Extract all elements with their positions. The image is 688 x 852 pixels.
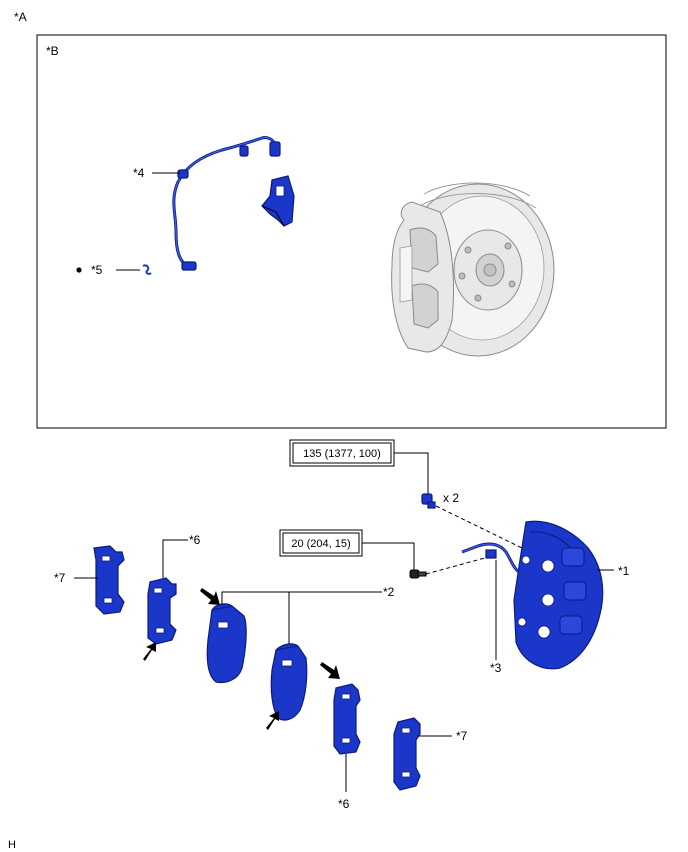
caliper-bolt [421, 493, 436, 509]
label-p7-right: *7 [456, 729, 468, 743]
torque-value-caliper: 135 (1377, 100) [303, 448, 381, 460]
torque-box-caliper: 135 (1377, 100) [289, 439, 395, 467]
hose-bolt [409, 569, 427, 579]
arrow-shim-bottom [320, 662, 340, 679]
bolt-count: x 2 [443, 491, 459, 505]
label-p3: *3 [490, 661, 502, 675]
label-p5: *5 [91, 263, 103, 277]
leader-torque-caliper [394, 452, 429, 494]
label-p1: *1 [618, 564, 630, 578]
leader-p2-a [221, 591, 382, 604]
clip-part [142, 264, 152, 275]
bullet-dot [76, 267, 82, 273]
flexible-hose [461, 542, 523, 576]
dash-hose-bolt [425, 555, 493, 575]
label-p6-top: *6 [189, 533, 201, 547]
label-corner: H [8, 839, 16, 851]
torque-box-hose: 20 (204, 15) [279, 529, 363, 557]
inset-frame [36, 34, 667, 429]
label-b: *B [46, 44, 59, 58]
dash-bolt [435, 505, 523, 549]
leader-p6-top [162, 539, 188, 578]
label-p6-bottom: *6 [338, 797, 350, 811]
wear-sensor-harness [172, 136, 295, 271]
caliper [513, 520, 604, 670]
torque-value-hose: 20 (204, 15) [291, 538, 350, 550]
arrow-shim-top [143, 642, 156, 661]
label-a: *A [14, 10, 27, 24]
shim-top [147, 577, 177, 645]
label-p2: *2 [383, 585, 395, 599]
arrow-pad-outer [200, 588, 220, 605]
shim-left [93, 545, 125, 615]
brake-assembly-gray [391, 182, 555, 357]
label-p7-left: *7 [54, 571, 66, 585]
brake-pad-outer [206, 603, 247, 684]
brake-pad-inner [270, 643, 308, 721]
label-p4: *4 [133, 166, 145, 180]
arrow-pad-inner [266, 711, 279, 730]
shim-bottom [333, 683, 361, 755]
leader-torque-hose [362, 542, 415, 570]
shim-right [393, 717, 421, 791]
